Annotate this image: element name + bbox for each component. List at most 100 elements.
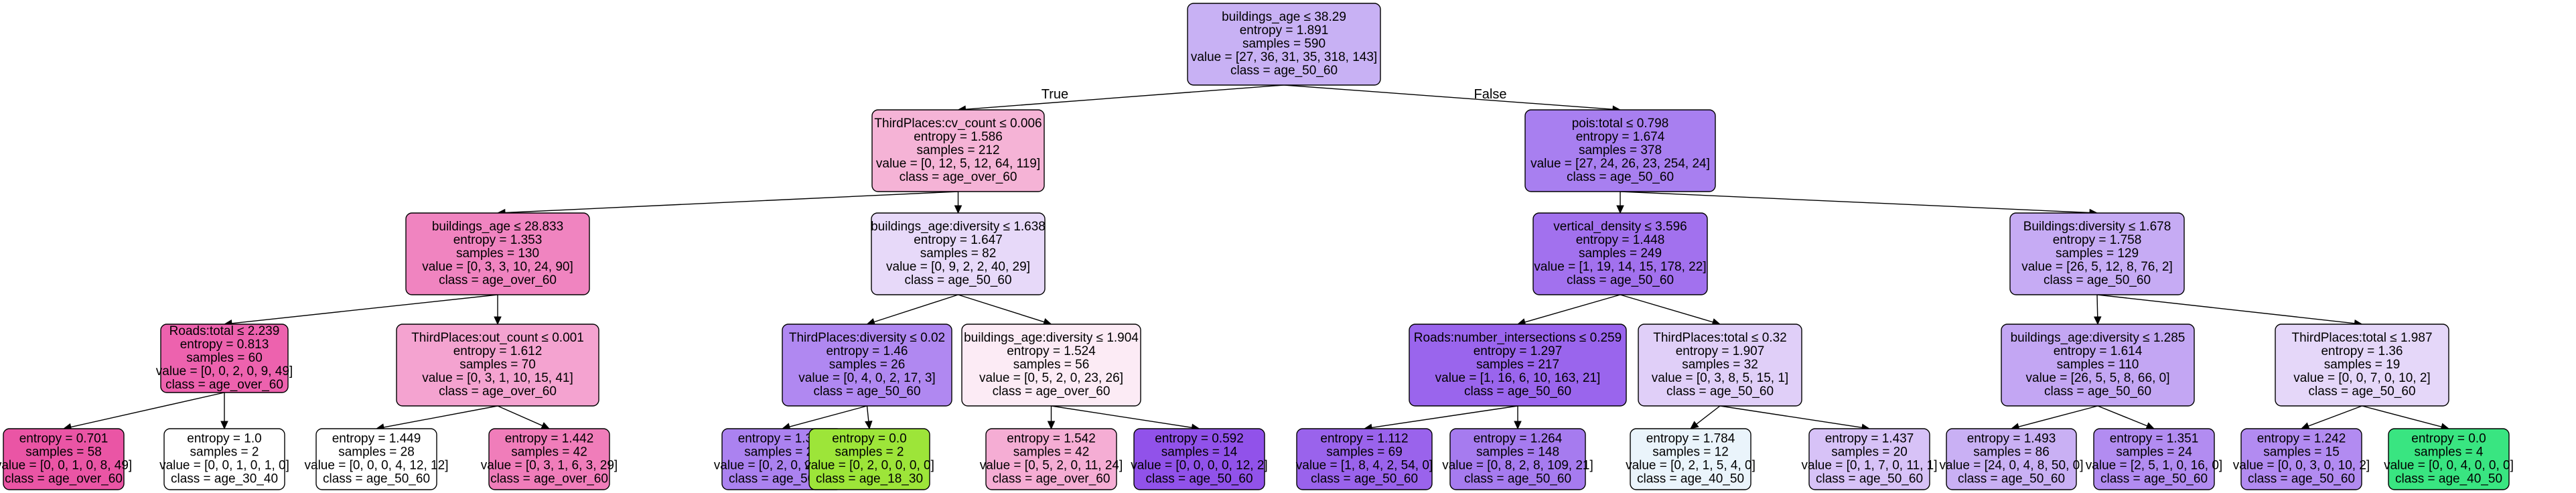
node-text-line: class = age_50_60 [2308, 384, 2415, 399]
node-text-line: samples = 249 [1579, 246, 1662, 261]
node-box [488, 428, 610, 490]
node-box [163, 428, 285, 490]
node-box [1449, 428, 1586, 490]
node-text-line: value = [0, 0, 2, 0, 9, 49] [156, 364, 293, 378]
node-text-line: entropy = 1.112 [1320, 432, 1408, 446]
node-text-line: class = age_50_60 [1311, 472, 1418, 486]
node-text-line: value = [0, 2, 0, 0, 0, 0] [804, 459, 934, 473]
node-text-line: samples = 12 [1652, 445, 1729, 460]
node-text-line: entropy = 1.448 [1576, 233, 1665, 247]
node-text-line: entropy = 1.264 [1474, 432, 1563, 446]
node-box [396, 324, 599, 407]
node-text-line: pois:total ≤ 0.798 [1572, 117, 1669, 131]
node-text-line: entropy = 0.0 [2411, 432, 2486, 446]
node-text-line: value = [0, 3, 8, 5, 15, 1] [1652, 371, 1788, 385]
node-text-line: class = age_over_60 [439, 384, 557, 399]
node-text-line: buildings_age:diversity ≤ 1.904 [964, 331, 1139, 345]
node-text-line: value = [0, 8, 2, 8, 109, 21] [1442, 459, 1593, 473]
node-text-line: entropy = 1.784 [1646, 432, 1735, 446]
node-text-line: value = [0, 0, 3, 0, 10, 2] [2233, 459, 2370, 473]
node-text-line: samples = 24 [2116, 445, 2192, 460]
node-text-line: class = age_50_60 [1230, 64, 1338, 78]
node-box [782, 324, 952, 407]
edge-arrowhead-n9-n20 [865, 420, 873, 430]
node-box [871, 212, 1046, 295]
node-text-line: value = [0, 0, 0, 0, 12, 2] [1131, 459, 1267, 473]
edge-n14-n29 [2308, 405, 2362, 427]
edge-n14-n30 [2362, 405, 2442, 427]
node-text-line: entropy = 1.891 [1240, 23, 1329, 38]
node-text-line: value = [0, 3, 1, 6, 3, 29] [481, 459, 618, 473]
edge-n2-n6 [1620, 191, 2090, 214]
node-text-line: samples = 14 [1161, 445, 1238, 460]
node-text-line: buildings_age:diversity ≤ 1.638 [871, 220, 1046, 234]
node-text-line: class = age_50_60 [813, 384, 920, 399]
node-text-line: entropy = 0.0 [832, 432, 906, 446]
node-box [1532, 212, 1708, 295]
node-text-line: class = age_50_60 [323, 472, 430, 486]
edge-n6-n13 [2096, 294, 2098, 318]
node-text-line: value = [0, 0, 1, 0, 8, 49] [0, 459, 132, 473]
node-text-line: class = age_40_50 [1637, 472, 1744, 486]
node-box [2275, 324, 2449, 407]
node-text-line: entropy = 1.297 [1474, 344, 1563, 358]
node-text-line: class = age_50_60 [1464, 384, 1571, 399]
node-text-line: value = [0, 0, 4, 0, 0, 0] [2384, 459, 2514, 473]
node-text-line: value = [26, 5, 12, 8, 76, 2] [2021, 260, 2173, 274]
node-text-line: entropy = 1.325 [738, 432, 827, 446]
node-text-line: class = age_50_60 [1816, 472, 1923, 486]
node-text-line: samples = 69 [1326, 445, 1403, 460]
node-text-line: value = [0, 3, 1, 10, 15, 41] [422, 371, 573, 385]
node-text-line: samples = 70 [459, 358, 536, 372]
node-text-line: entropy = 1.586 [914, 130, 1003, 144]
node-text-line: value = [27, 36, 31, 35, 318, 143] [1191, 50, 1377, 64]
node-text-line: value = [1, 16, 6, 10, 163, 21] [1435, 371, 1601, 385]
node-text-line: entropy = 1.36 [2321, 344, 2403, 358]
node-text-line: entropy = 1.614 [2054, 344, 2143, 358]
node-text-line: class = age_18_30 [816, 472, 923, 486]
edge-arrowhead-n6-n13 [2093, 316, 2102, 326]
edge-arrowhead-n3-n8 [494, 316, 502, 326]
node-text-line: buildings_age ≤ 28.833 [432, 220, 563, 234]
node-text-line: entropy = 1.242 [2257, 432, 2346, 446]
node-text-line: value = [1, 8, 4, 2, 54, 0] [1296, 459, 1433, 473]
edge-n7-n15 [70, 392, 225, 428]
edge-n12-n26 [1719, 405, 1863, 429]
node-text-line: class = age_30_40 [171, 472, 278, 486]
node-text-line: samples = 4 [2415, 445, 2484, 460]
node-text-line: class = age_50_60 [2044, 273, 2151, 287]
node-text-line: value = [0, 12, 5, 12, 64, 119] [876, 157, 1040, 171]
node-text-line: ThirdPlaces:diversity ≤ 0.02 [789, 331, 945, 345]
edge-n13-n27 [2018, 405, 2098, 427]
node-text-line: value = [0, 1, 7, 0, 11, 1] [1802, 459, 1938, 473]
node-box [3, 428, 125, 490]
node-text-line: ThirdPlaces:total ≤ 1.987 [2291, 331, 2432, 345]
node-text-line: ThirdPlaces:total ≤ 0.32 [1653, 331, 1786, 345]
edge-n1-n3 [504, 191, 958, 214]
node-text-line: class = age_over_60 [900, 170, 1017, 184]
edge-label-false: False [1474, 87, 1507, 102]
node-text-line: samples = 60 [186, 351, 263, 365]
node-text-line: samples = 148 [1476, 445, 1559, 460]
node-box [961, 324, 1141, 407]
node-box [2001, 324, 2195, 407]
edge-n5-n12 [1620, 294, 1713, 323]
edge-n8-n17 [383, 405, 498, 428]
node-text-line: samples = 2 [190, 445, 259, 460]
node-box [1409, 324, 1627, 407]
node-box [1638, 324, 1802, 407]
node-text-line: value = [26, 5, 5, 8, 66, 0] [2026, 371, 2170, 385]
